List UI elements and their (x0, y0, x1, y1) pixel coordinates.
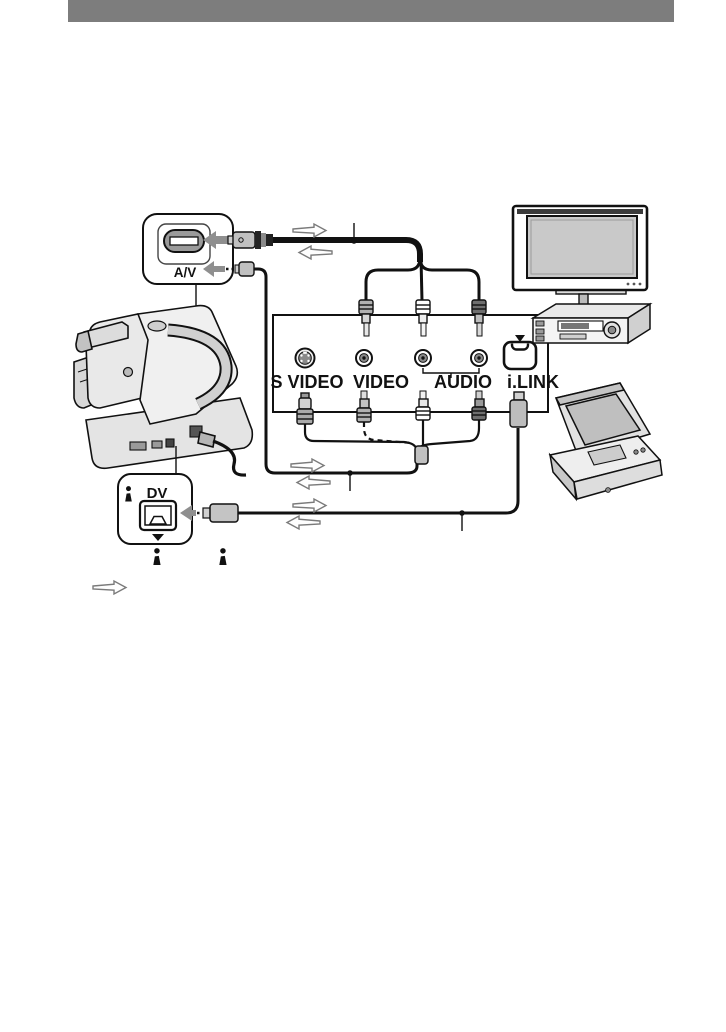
grip-strap (167, 325, 231, 409)
rca-plug-video-up (356, 390, 372, 423)
rca-plug-audio-red (471, 299, 487, 337)
rca-plug-audio-white-up (415, 390, 431, 421)
av-plug-pointer-bottom (203, 261, 255, 277)
up-triangle-icon (152, 534, 164, 541)
audio-jack-right-icon (470, 349, 488, 367)
rca-plug-audio-red-up (471, 390, 487, 421)
av-jack-label: A/V (174, 265, 197, 280)
video-jack-icon (355, 349, 373, 367)
signal-flow-left-icon (298, 245, 333, 260)
dv-jack-icon (138, 499, 178, 532)
dv-plug-pointer (180, 503, 239, 523)
deck-controls (587, 444, 627, 466)
signal-flow-left-icon (296, 475, 331, 490)
ilink-logo-icon (153, 548, 161, 566)
tv-illustration (511, 204, 649, 308)
vcr-jack-panel (272, 314, 549, 413)
dangling-av-cable (212, 439, 247, 477)
video-label: VIDEO (353, 372, 409, 392)
signal-flow-left-icon (286, 515, 321, 530)
audio-jack-left-icon (414, 349, 432, 367)
deck-screen (564, 393, 642, 446)
av-connecting-cable (252, 267, 481, 475)
page-header-bar (68, 0, 674, 22)
ilink-plug (509, 391, 528, 428)
ilink-cable (238, 428, 520, 515)
signal-flow-right-icon (292, 498, 327, 513)
signal-flow-right-icon (290, 458, 325, 473)
camcorder-illustration (73, 304, 254, 477)
cable-callout-leaders (347, 223, 465, 531)
down-triangle-icon (515, 335, 525, 342)
dv-jack-label: DV (147, 485, 168, 502)
vcr-illustration (530, 302, 653, 345)
av-plug-pointer-top (203, 231, 273, 249)
signal-flow-right-icon (292, 223, 327, 238)
rca-plug-video (358, 299, 374, 337)
av-cable-to-vcr (273, 237, 481, 302)
cable-junction-boot (414, 445, 429, 465)
audio-label: AUDIO (434, 372, 492, 392)
s-video-plug (296, 392, 314, 425)
audio-bracket (422, 368, 480, 378)
av-jack-icon (157, 223, 211, 265)
ilink-port-icon (502, 335, 538, 371)
dv-jack-callout: DV (117, 446, 193, 545)
tv-screen (526, 215, 638, 279)
rca-plug-audio-white (415, 299, 431, 337)
ilink-label: i.LINK (507, 372, 559, 392)
portable-deck-illustration (548, 382, 663, 502)
s-video-label: S VIDEO (270, 372, 343, 392)
dashed-video-cable (362, 422, 413, 445)
signal-flow-legend-icon (92, 580, 127, 595)
ilink-logo-icon (219, 548, 227, 566)
s-video-jack-icon (294, 347, 316, 369)
